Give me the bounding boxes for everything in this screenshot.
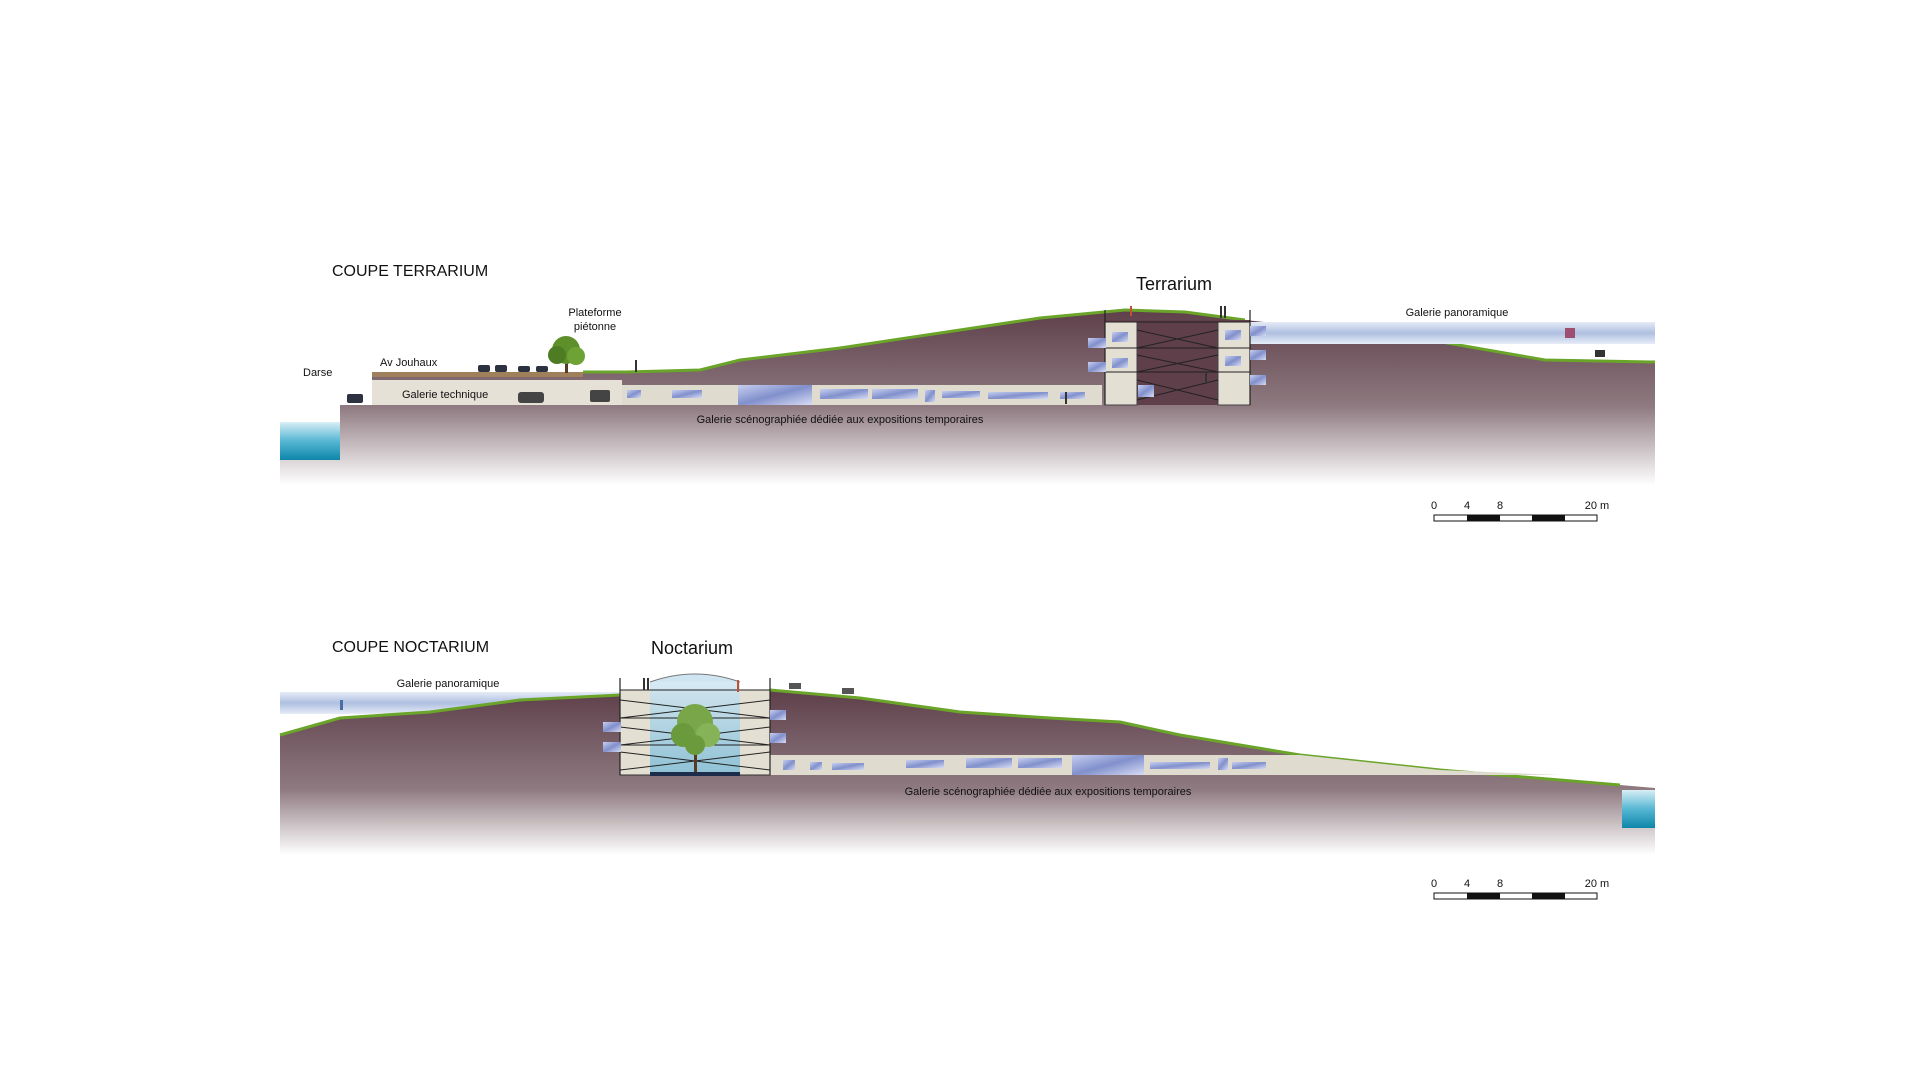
galerie-panoramique-band xyxy=(1250,322,1655,344)
scale-tick-8: 8 xyxy=(1497,500,1503,512)
scale-bar: 0 4 8 20 m xyxy=(1431,500,1609,522)
label-plateforme-1: Plateforme xyxy=(568,307,621,319)
gallery-glass-panels xyxy=(783,755,1266,775)
water-darse xyxy=(280,422,340,460)
scale-tick-8: 8 xyxy=(1497,878,1503,890)
water xyxy=(1622,790,1655,828)
animal-icons xyxy=(340,678,854,710)
label-galerie-scenographiee: Galerie scénographiée dédiée aux exposit… xyxy=(905,786,1192,798)
label-darse: Darse xyxy=(303,367,332,379)
scale-tick-0: 0 xyxy=(1431,500,1437,512)
tree-icon xyxy=(671,704,720,772)
label-plateforme-2: piétonne xyxy=(574,321,616,333)
scale-tick-0: 0 xyxy=(1431,878,1437,890)
galerie-technique xyxy=(372,380,622,405)
grass-line-right xyxy=(769,688,1621,787)
label-galerie-scenographiee: Galerie scénographiée dédiée aux exposit… xyxy=(697,414,984,426)
grass-line-right xyxy=(1429,338,1656,364)
tree-icon xyxy=(548,336,585,373)
label-noctarium: Noctarium xyxy=(651,638,733,658)
section-title: COUPE TERRARIUM xyxy=(332,263,488,280)
label-galerie-technique: Galerie technique xyxy=(402,389,488,401)
section-terrarium: COUPE TERRARIUM xyxy=(280,263,1656,522)
label-galerie-panoramique: Galerie panoramique xyxy=(1406,307,1509,319)
terrarium-building xyxy=(1088,310,1266,406)
section-noctarium: COUPE NOCTARIUM xyxy=(279,638,1655,900)
label-terrarium: Terrarium xyxy=(1136,274,1212,294)
car-icons xyxy=(347,365,610,403)
scale-tick-4: 4 xyxy=(1464,500,1470,512)
section-title: COUPE NOCTARIUM xyxy=(332,639,489,656)
road-av-jouhaux xyxy=(372,372,583,377)
label-galerie-panoramique: Galerie panoramique xyxy=(397,678,500,690)
person-icons xyxy=(635,306,1605,404)
grass-line xyxy=(583,308,1246,374)
grass-line xyxy=(279,693,621,737)
scale-tick-20: 20 m xyxy=(1585,878,1609,890)
scale-bar: 0 4 8 20 m xyxy=(1431,878,1609,900)
gallery-glass-panels xyxy=(627,385,1085,405)
scale-tick-4: 4 xyxy=(1464,878,1470,890)
scale-tick-20: 20 m xyxy=(1585,500,1609,512)
label-av-jouhaux: Av Jouhaux xyxy=(380,357,438,369)
